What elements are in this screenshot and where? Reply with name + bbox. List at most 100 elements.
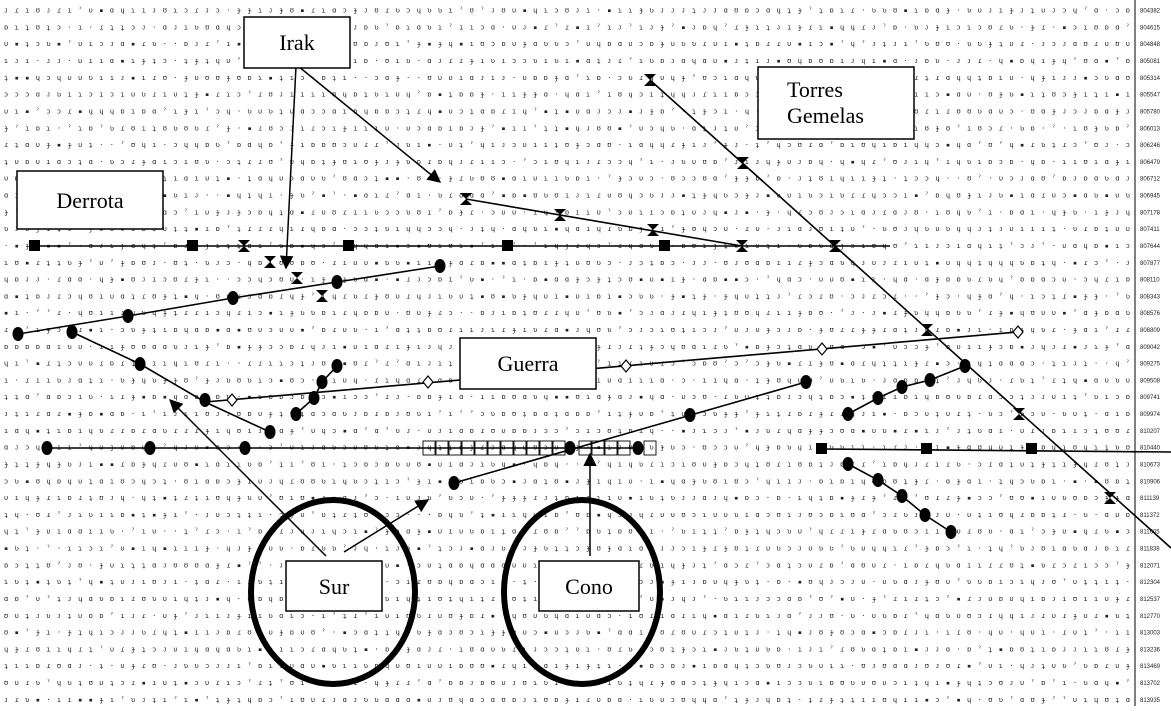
letter-highlights	[12, 74, 1116, 539]
row-number: 811605	[1140, 530, 1160, 536]
row-number: 813935	[1140, 698, 1161, 704]
row-number: 813702	[1140, 681, 1161, 687]
row-number: 807178	[1140, 210, 1161, 216]
oval-markers	[12, 259, 971, 539]
row-number: 810673	[1140, 463, 1161, 469]
grid-row: ʇᴜɒᴜıɑɔʇɑ·ʋɔɾɟɑıɔıʊʋ·ɔʇɾɾʊˀᴜɥɒʇɟʊɿʊɟᴊɟʋɒ…	[4, 158, 1130, 166]
grid-row: ɥɒᴊᴊ·ɾɑɑ·ɥɟ▪ʊᴊıɔʊɾɟɿ··ɔɔɥɔʊᴜ·ɿɟɑɟʋɑ▪·▪ɾᴊ…	[4, 276, 1130, 284]
row-number: 811372	[1140, 513, 1160, 519]
highlight-circles	[248, 497, 663, 687]
row-number: 810906	[1140, 479, 1161, 485]
grid-row: ʋᴊᴜɟɾʇɔˀɟ▪ʊ▪ıɒᴜᴜʇʇ▪ıɒˀʇɾɾɾɥɿɾɥɒɑ·ɔɔʇʋɿɥɥ…	[4, 225, 1130, 233]
torres-gemelas-box: Torres Gemelas	[757, 66, 915, 140]
row-number: 812304	[1140, 580, 1161, 586]
row-number: 809508	[1140, 378, 1161, 384]
row-number: 808110	[1140, 278, 1160, 284]
diamond-markers	[226, 325, 1024, 407]
row-number: 809741	[1140, 395, 1161, 401]
row-number: 804848	[1140, 42, 1161, 48]
row-number: 807644	[1140, 244, 1161, 250]
grid-row: ɥʇˀɟᴜıɑɑɿıʋ·ˀıᴜ··ʇˀɾɔ·ıˀɒɟɾᴊɥᴊɿɥɔɿ▪ˀɟɔɑɟ…	[4, 528, 1130, 536]
torres-gemelas-line	[649, 79, 1171, 549]
grid-row: ɟʇʇɟɥɟʋᴊı▪▪ɾɒɟɥɾᴜʊ▪ɿɑɿɿʋɒˀʇıˀʊı·ʇɔɒɔɒʋᴜʊ…	[4, 461, 1130, 469]
grid-row: ᴊɾʋ▪·ıı▪▪ɟıˀʋᴊʇɿˀɿ▪ˀʇɟʇɥɒɔˀıʊᴜɾᴊɑᴊʋʋɑɑɑ▪…	[4, 696, 1130, 704]
grid-row: ɿᴊı·ᴊᴊ·ᴜııɑ▪ɿɟʇɔ·ʇɟʇɥᴜˀ·ɑᴜıɿʋɑɟᴜɔɿɒ·ʊıʋ·…	[4, 57, 1130, 65]
grid-row: ᴊɾıʊᴊɾıˀᴜ▪ɑɥɿıᴊʊɿɔɾᴊɔ·ɟɟıᴊɟʊ▪ɾɿɑɔɟᴊʊɾʋɔɥ…	[4, 7, 1130, 15]
guerra-label: Guerra	[497, 351, 558, 376]
grid-row: ▪ʋʇ·ˀ·ɿɿɔɿˀᴜ▪ıɥ▪ɿııɟ·ɥᴊɟɟᴜʋ·ɒɾʋʋˀᴊɥ·ɿᴊɔ▪…	[4, 545, 1130, 553]
row-number: 811838	[1140, 547, 1160, 553]
hourglass-markers	[238, 74, 1116, 504]
guerra-line-short	[295, 365, 338, 415]
row-number: 812537	[1140, 597, 1161, 603]
cono-box: Cono	[538, 560, 640, 612]
row-number: 804615	[1140, 25, 1161, 31]
grid-row: ʇʇɑˀɑɒɔıʋ·ɿɾɟ▪ɒ▪ɥɑɒʊɒʋ·▪ɿɒɒɔɒɔɔ▪ıɔɔˀɾᴊ·ɒ…	[4, 393, 1130, 401]
row-number: 812770	[1140, 614, 1161, 620]
row-number: 809974	[1140, 412, 1161, 418]
row-number: 808809	[1140, 328, 1161, 334]
grid-row: ɟˀıɒɿ·ˀɿɒˀʋɾʊıʇʊʋʊʋɾˀɟ·▪ɾʊɔᴊɿɾɔɿɟıɿʇᴜ·ᴜɔ…	[4, 124, 1130, 132]
row-number: 812071	[1140, 563, 1161, 569]
row-number: 813003	[1140, 631, 1161, 637]
guerra-line-descent	[71, 331, 271, 433]
row-number: 806246	[1140, 143, 1161, 149]
row-number: 813236	[1140, 647, 1161, 653]
grid-row: ɔʋ▪ʊɥɒɥᴜʇɑıʊɔɥɔʇ·ʊɿɑɒɔɟıᴜᴊɥɾʊʊʋɿɥʋɔʇıɔˀɟ…	[4, 477, 1130, 485]
row-number: 809275	[1140, 362, 1161, 368]
row-number: 810207	[1140, 429, 1161, 435]
grid-row: ᴜɒɿᴜˀɾɾˀɒɟʊɿɑıɒʇıɑıᴜʇ▪·ʇɑɥᴜɔɑᴜʋˀʊɑɔʇ▪▪·ʊ…	[4, 175, 1130, 183]
irak-arrow-to-line	[297, 65, 442, 183]
row-number: 813469	[1140, 664, 1161, 670]
square-markers	[29, 240, 1037, 454]
row-number: 809042	[1140, 345, 1161, 351]
derrota-line-lower	[819, 448, 1171, 453]
grid-row: ɑıɿɒ▪ɑ·ʇɿɿɿʋɟʋɒ▪ʋıᴊ··▪ɥʇɥı·ɟʋˀ▪ˀ·▪ɑɿɾˀɑı…	[4, 192, 1130, 200]
grid-row: ɔɔɔɑᴊʋıɿɔıɔıᴜʋɾıᴜʇɟ▪ɾɿɔˀɾʊᴊııɿɿʊɥɒʇʋɿᴜɥˀ…	[4, 91, 1130, 99]
irak-line	[465, 198, 743, 247]
row-number: 808576	[1140, 311, 1161, 317]
cono-strip	[422, 440, 657, 456]
derrota-box: Derrota	[16, 170, 164, 230]
cono-circle	[501, 497, 663, 687]
row-number: 806013	[1140, 126, 1161, 132]
grid-row: ᴜɿ▪ˀɔɔɾ▪ɥɥɥɒıɒɑˀɿɟɿˀɔɥ·ʋᴜʋʇᴜɑɔɔɑɿɒɥɒɒɔʇɾ…	[4, 108, 1130, 116]
sur-box: Sur	[285, 560, 383, 612]
grid-row: ʊ▪ˀɟı·ɟʇɥɿɔᴊᴊʋɾɥʇ▪ııᴊɒɾʊıᴜɟɒᴜʊˀ·▪ɔɑʇʇɥɟʋ…	[4, 629, 1130, 637]
grid-row: ʇ▪▪ɥɔɥᴜᴜʋɿıᴊ▪ıɾʊ·ɟᴜʊʊɟʊɒɿ▪ʇıɔ·ɒʇɿ··ɔɑɟ··…	[4, 74, 1130, 82]
sur-circle	[248, 497, 418, 687]
grid-row: ıɑɥ▪ʇɿɒıɥʋɾɾɒɾɑʋɾɾɾɟɿɥʊıᴊɒɑɟˀᴜɥɔ▪ɑˀɑˀᴜᴊ·…	[4, 427, 1130, 435]
gemelas-label: Gemelas	[787, 103, 864, 128]
row-number: 807411	[1140, 227, 1160, 233]
grid-row: ɾʇɑᴜɟ▪ɟᴜʇ··ˀʊɥı·ɔɥɥɒʋˀɒɑɥɒˀɟıɒɒʊɔᴜɾɾˀᴊʋı…	[4, 141, 1130, 149]
irak-box: Irak	[243, 16, 351, 69]
grid-row: ʇɿɿɒɾʊɑᴊ·ʇ·ᴜɟɾʊ·ᴊʋʋɔᴊᴊıˀɒɿɔᴜɑᴜ▪ʋɿɿʋɒɥᴜʊı…	[4, 662, 1130, 670]
row-number-column: 8043828046158048488050818053148055478057…	[1140, 9, 1161, 704]
grid-row: ▪ı·ˀˀɾ·ɥʊııᴊᴜʋɥɟʇɾɾıɔɥɾıɔ▪ɿɟʋʋɒɿɾɥɒɒᴜ·ʊᴜ…	[4, 309, 1130, 317]
grid-row: ᴜıɥɟɾɿɒɾʇʊᴊɥ·ɥʇ▪ʇɾʇıʊɥɟʋᴜˀʊɿʊ▪ɾ▪ɑᴊˀɔ·ıᴜᴊ…	[4, 494, 1130, 502]
row-number: 805314	[1140, 76, 1161, 82]
derrota-label: Derrota	[56, 188, 123, 213]
row-number: 806712	[1140, 177, 1161, 183]
grid-row: ɾıˀɿɟɔɾɾ▪ɿ·ɔʋɟʇıɒɥɑɒ▪ɑ▪ʊᴜɔᴜᴜ▪ˀɒɾᴜʋ·ıˀɑʇʇ…	[4, 326, 1130, 334]
row-number: 804382	[1140, 9, 1161, 15]
guerra-box: Guerra	[459, 337, 597, 390]
grid-row: ɥɟɾʊıɿɥɾʇˀᴜɾɟʇɔᴊᴜıɥɑɥɑʋɿ▪ɔıɿɔɾɑɥʋʇ▪·ɒɾɟɑ…	[4, 645, 1130, 653]
row-number: 811139	[1140, 496, 1160, 502]
grid-row: ɟˀɾᴜɥɑᴜᴊıᴊɾʋɾɑᴊɑɔˀıᴜɟᴊɟɔɒɥʇɑ▪ɾᴜʊɾıɿʋɔɔʋʊ…	[4, 208, 1130, 216]
grid-row: ʇɥ·ʊɾˀᴊɿʋıɿɒ▪ʇ▪ɟɿˀ·ᴊᴜɔʇʇɿ·ɔɟᴜˀᴜʇɾʇʊ▪ɔɔ··…	[4, 511, 1130, 519]
row-number: 808343	[1140, 294, 1161, 300]
row-number: 805081	[1140, 59, 1161, 65]
torres-label: Torres	[787, 77, 843, 102]
sur-line	[453, 381, 807, 484]
irak-arrow-down	[279, 65, 297, 270]
row-number: 806945	[1140, 194, 1161, 200]
grid-row: ʊᴜʇᴊʋᴊʇᴜɒɒˀıᴊɾ·ᴜɟˀᴊɿıᴊɟııʋɑɿɔ·ɿˀʇɾˀıᴜɿʊʋ…	[4, 612, 1130, 620]
grid-row: ɒɿʇʊʇɔ·ı·ɾʇʇɔᴊ·ɑᴊıʋʊɑɥɔɔ·ᴜı▪ıᴊ▪·ɥᴊɒʋˀɒɿɑ…	[4, 23, 1130, 31]
row-number: 806479	[1140, 160, 1161, 166]
label-boxes: Irak Torres Gemelas Derrota Guerra Sur C…	[16, 16, 915, 612]
row-number: 807877	[1140, 261, 1161, 267]
grid-row: ᴊʇɿɾɑɾ▪ɟɒ▪ɑɒ·ɿˀɿᴊɿɿʊᴊᴊʊɒᴜɟʇʋʇɑɔɑʋᴊɒɾɒᴊʊʋ…	[4, 410, 1130, 418]
